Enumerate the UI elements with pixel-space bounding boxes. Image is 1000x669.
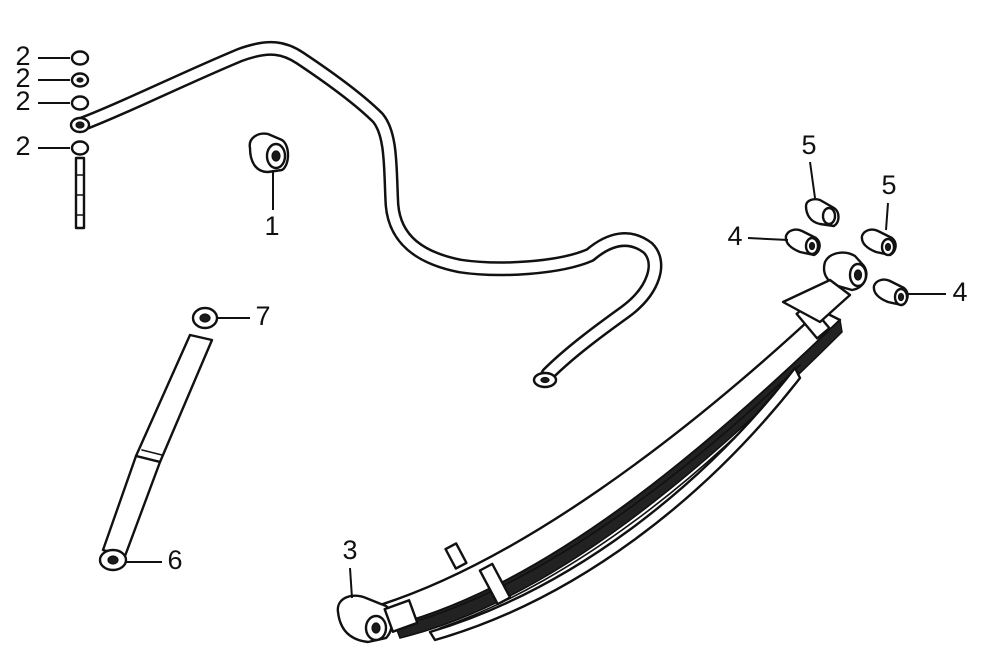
- shackle-bushings: [784, 198, 909, 307]
- shock-absorber: [98, 306, 219, 572]
- callouts: 2 2 2 2 1 5 5 4 4 7 6 3: [15, 41, 967, 575]
- link-bolt-assembly: [69, 50, 91, 230]
- link-bolt: [74, 156, 86, 230]
- leader-lines: [38, 57, 946, 599]
- bushing-2a: [70, 50, 90, 66]
- leaf-spring: [336, 251, 868, 644]
- stabilizer-bar: [74, 40, 663, 389]
- callout-6: 6: [167, 545, 182, 575]
- bushing-2c: [70, 95, 90, 111]
- bushing-2d: [70, 140, 90, 156]
- callout-5b: 5: [881, 170, 896, 200]
- stabilizer-bushing: [248, 132, 290, 174]
- callout-4b: 4: [952, 277, 967, 307]
- callout-2a: 2: [15, 41, 30, 71]
- callout-1: 1: [264, 211, 279, 241]
- callout-5a: 5: [801, 130, 816, 160]
- callout-2c: 2: [15, 86, 30, 116]
- callout-7: 7: [255, 301, 270, 331]
- callout-4a: 4: [727, 221, 742, 251]
- callout-2d: 2: [15, 131, 30, 161]
- callout-3: 3: [342, 535, 357, 565]
- callout-2b: 2: [15, 63, 30, 93]
